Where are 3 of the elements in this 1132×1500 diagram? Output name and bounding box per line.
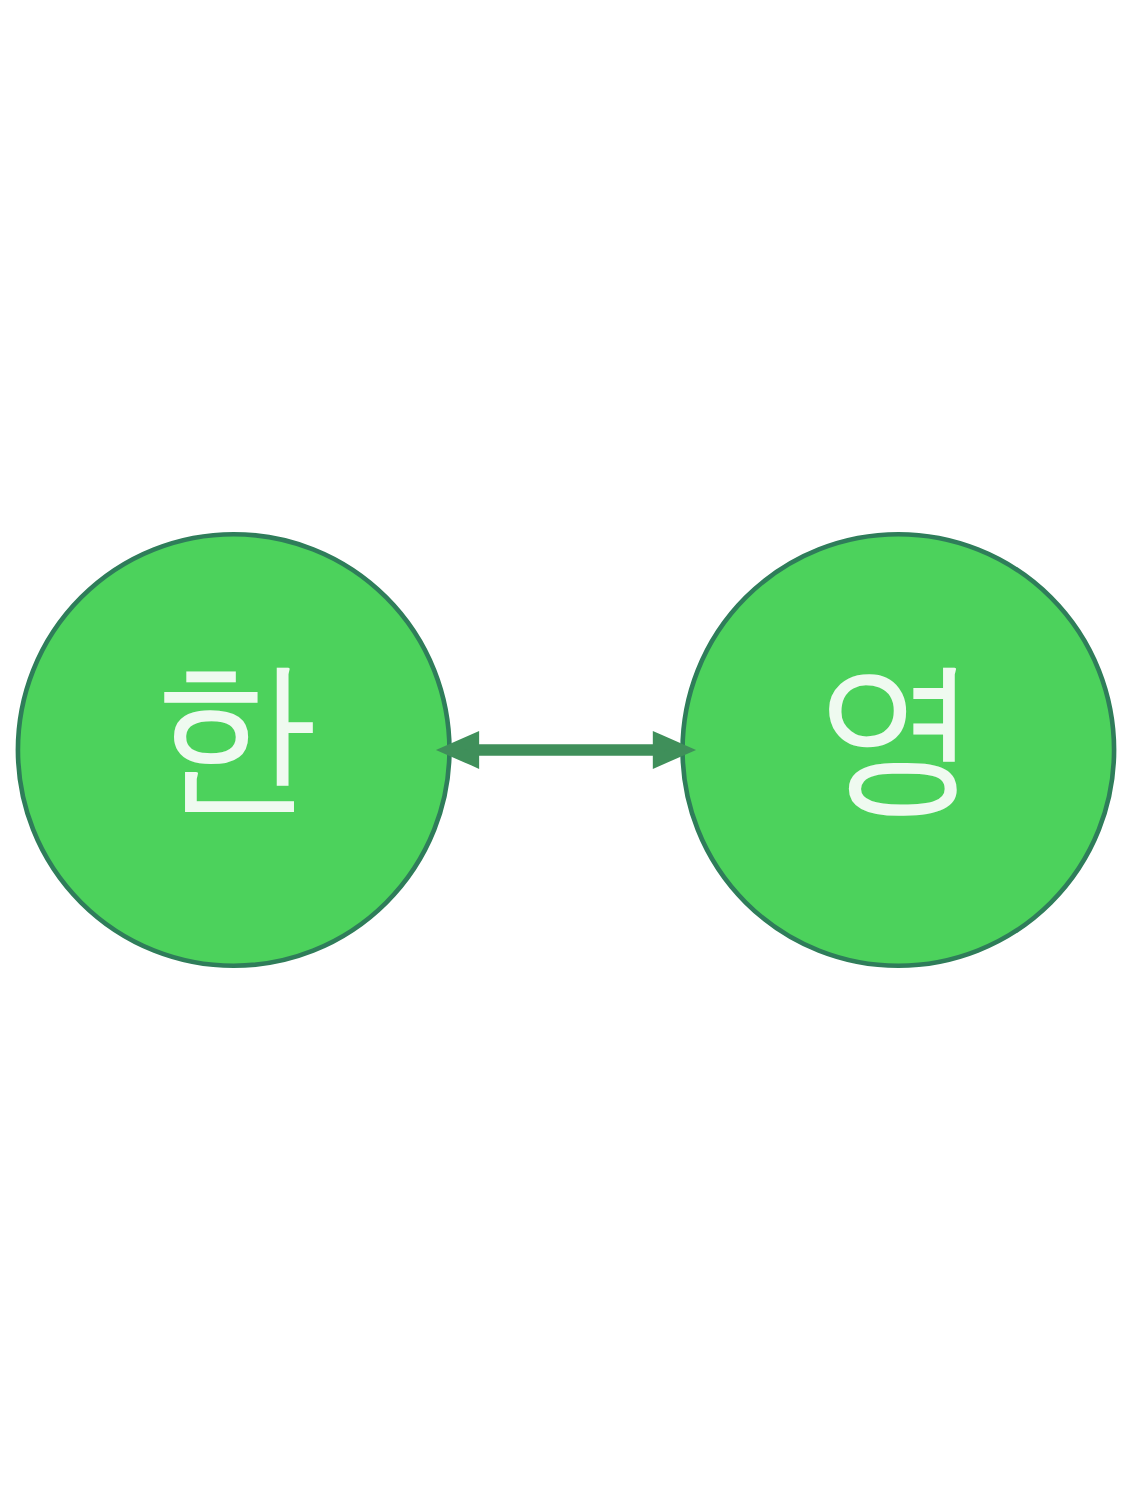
node-circle: 영 [680, 531, 1117, 969]
arrow [435, 731, 697, 769]
node-circle: 한 [15, 531, 452, 969]
